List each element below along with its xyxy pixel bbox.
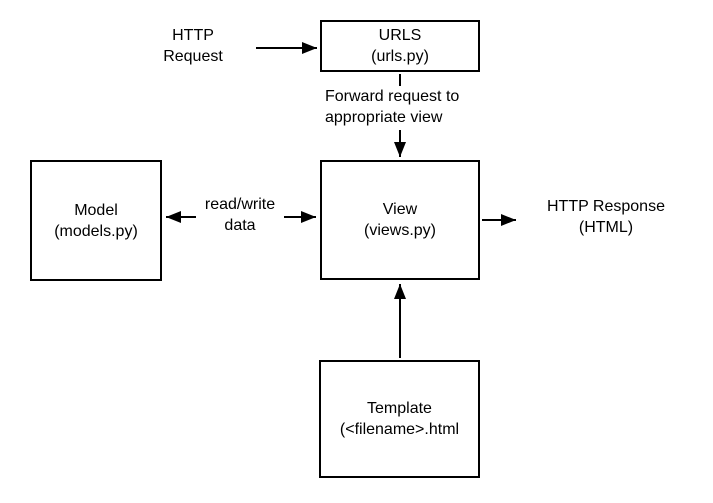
urls-box-title: URLS (378, 27, 422, 44)
view-box-filename: (views.py) (363, 222, 436, 239)
forward-request-label: Forward request to appropriate view (325, 86, 462, 130)
http-response-label-line1: HTTP Response (547, 198, 665, 215)
view-box-title: View (382, 201, 418, 218)
template-box-title: Template (367, 400, 432, 417)
http-request-label-line1: HTTP (172, 27, 214, 44)
model-box-title: Model (74, 201, 118, 219)
view-box: View (views.py) (320, 160, 480, 280)
model-box: Model (models.py) (30, 160, 162, 281)
http-response-label-line2: (HTML) (578, 219, 634, 236)
read-write-data-label-line2: data (224, 217, 256, 234)
urls-box: URLS (urls.py) (320, 20, 480, 72)
http-response-label: HTTP Response (HTML) (524, 196, 688, 238)
template-box-filename: (<filename>.html (339, 421, 460, 438)
forward-request-label-line2: appropriate view (325, 109, 443, 126)
urls-box-filename: (urls.py) (371, 48, 429, 65)
forward-request-label-line1: Forward request to (325, 88, 460, 105)
read-write-data-label-line1: read/write (204, 196, 276, 213)
http-request-label: HTTP Request (128, 25, 258, 67)
model-box-filename: (models.py) (54, 222, 138, 240)
read-write-data-label: read/write data (196, 194, 284, 236)
template-box: Template (<filename>.html (319, 360, 480, 478)
http-request-label-line2: Request (163, 48, 223, 65)
